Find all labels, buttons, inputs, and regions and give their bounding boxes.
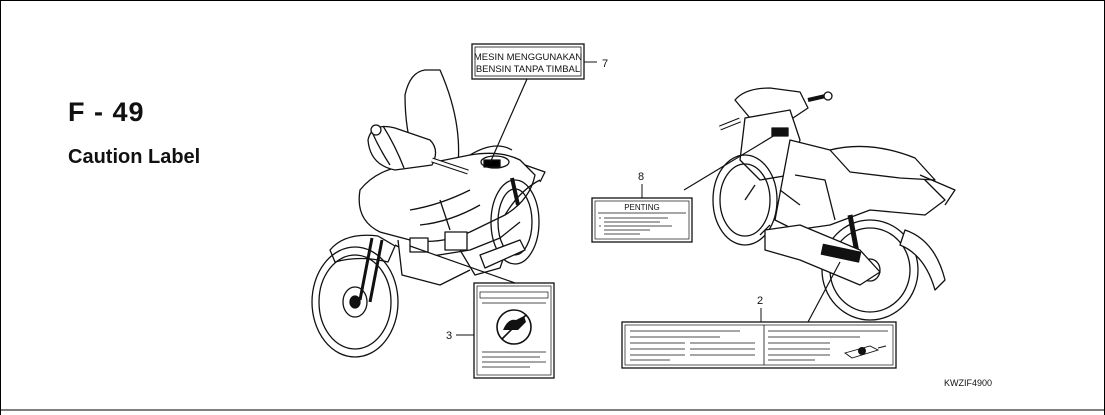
leader-2 [807,261,841,323]
callout-2: 2 [757,295,763,307]
fuel-label: MESIN MENGGUNAKAN BENSIN TANPA TIMBAL [471,43,585,80]
leader-8 [683,131,781,191]
leader-3 [409,245,516,284]
no-symbol-label [473,282,555,379]
part-code: F - 49 [68,97,145,127]
left-motorcycle-drawing [311,69,546,358]
callout-3: 3 [446,330,452,342]
penting-label: PENTING [591,197,693,243]
leader-7 [489,78,528,164]
fuel-label-line1: MESIN MENGGUNAKAN [474,52,582,63]
right-motorcycle-drawing [712,87,956,321]
figure-code: KWZIF4900 [944,378,992,388]
prohibition-icon [496,309,532,345]
callout-7: 7 [602,58,608,70]
penting-heading: PENTING [624,203,660,212]
callout-8: 8 [638,171,644,183]
page-title: Caution Label [68,146,201,168]
long-warning-label [621,321,897,369]
fuel-label-line2: BENSIN TANPA TIMBAL [476,64,580,75]
chain-adjust-icon [843,345,887,359]
